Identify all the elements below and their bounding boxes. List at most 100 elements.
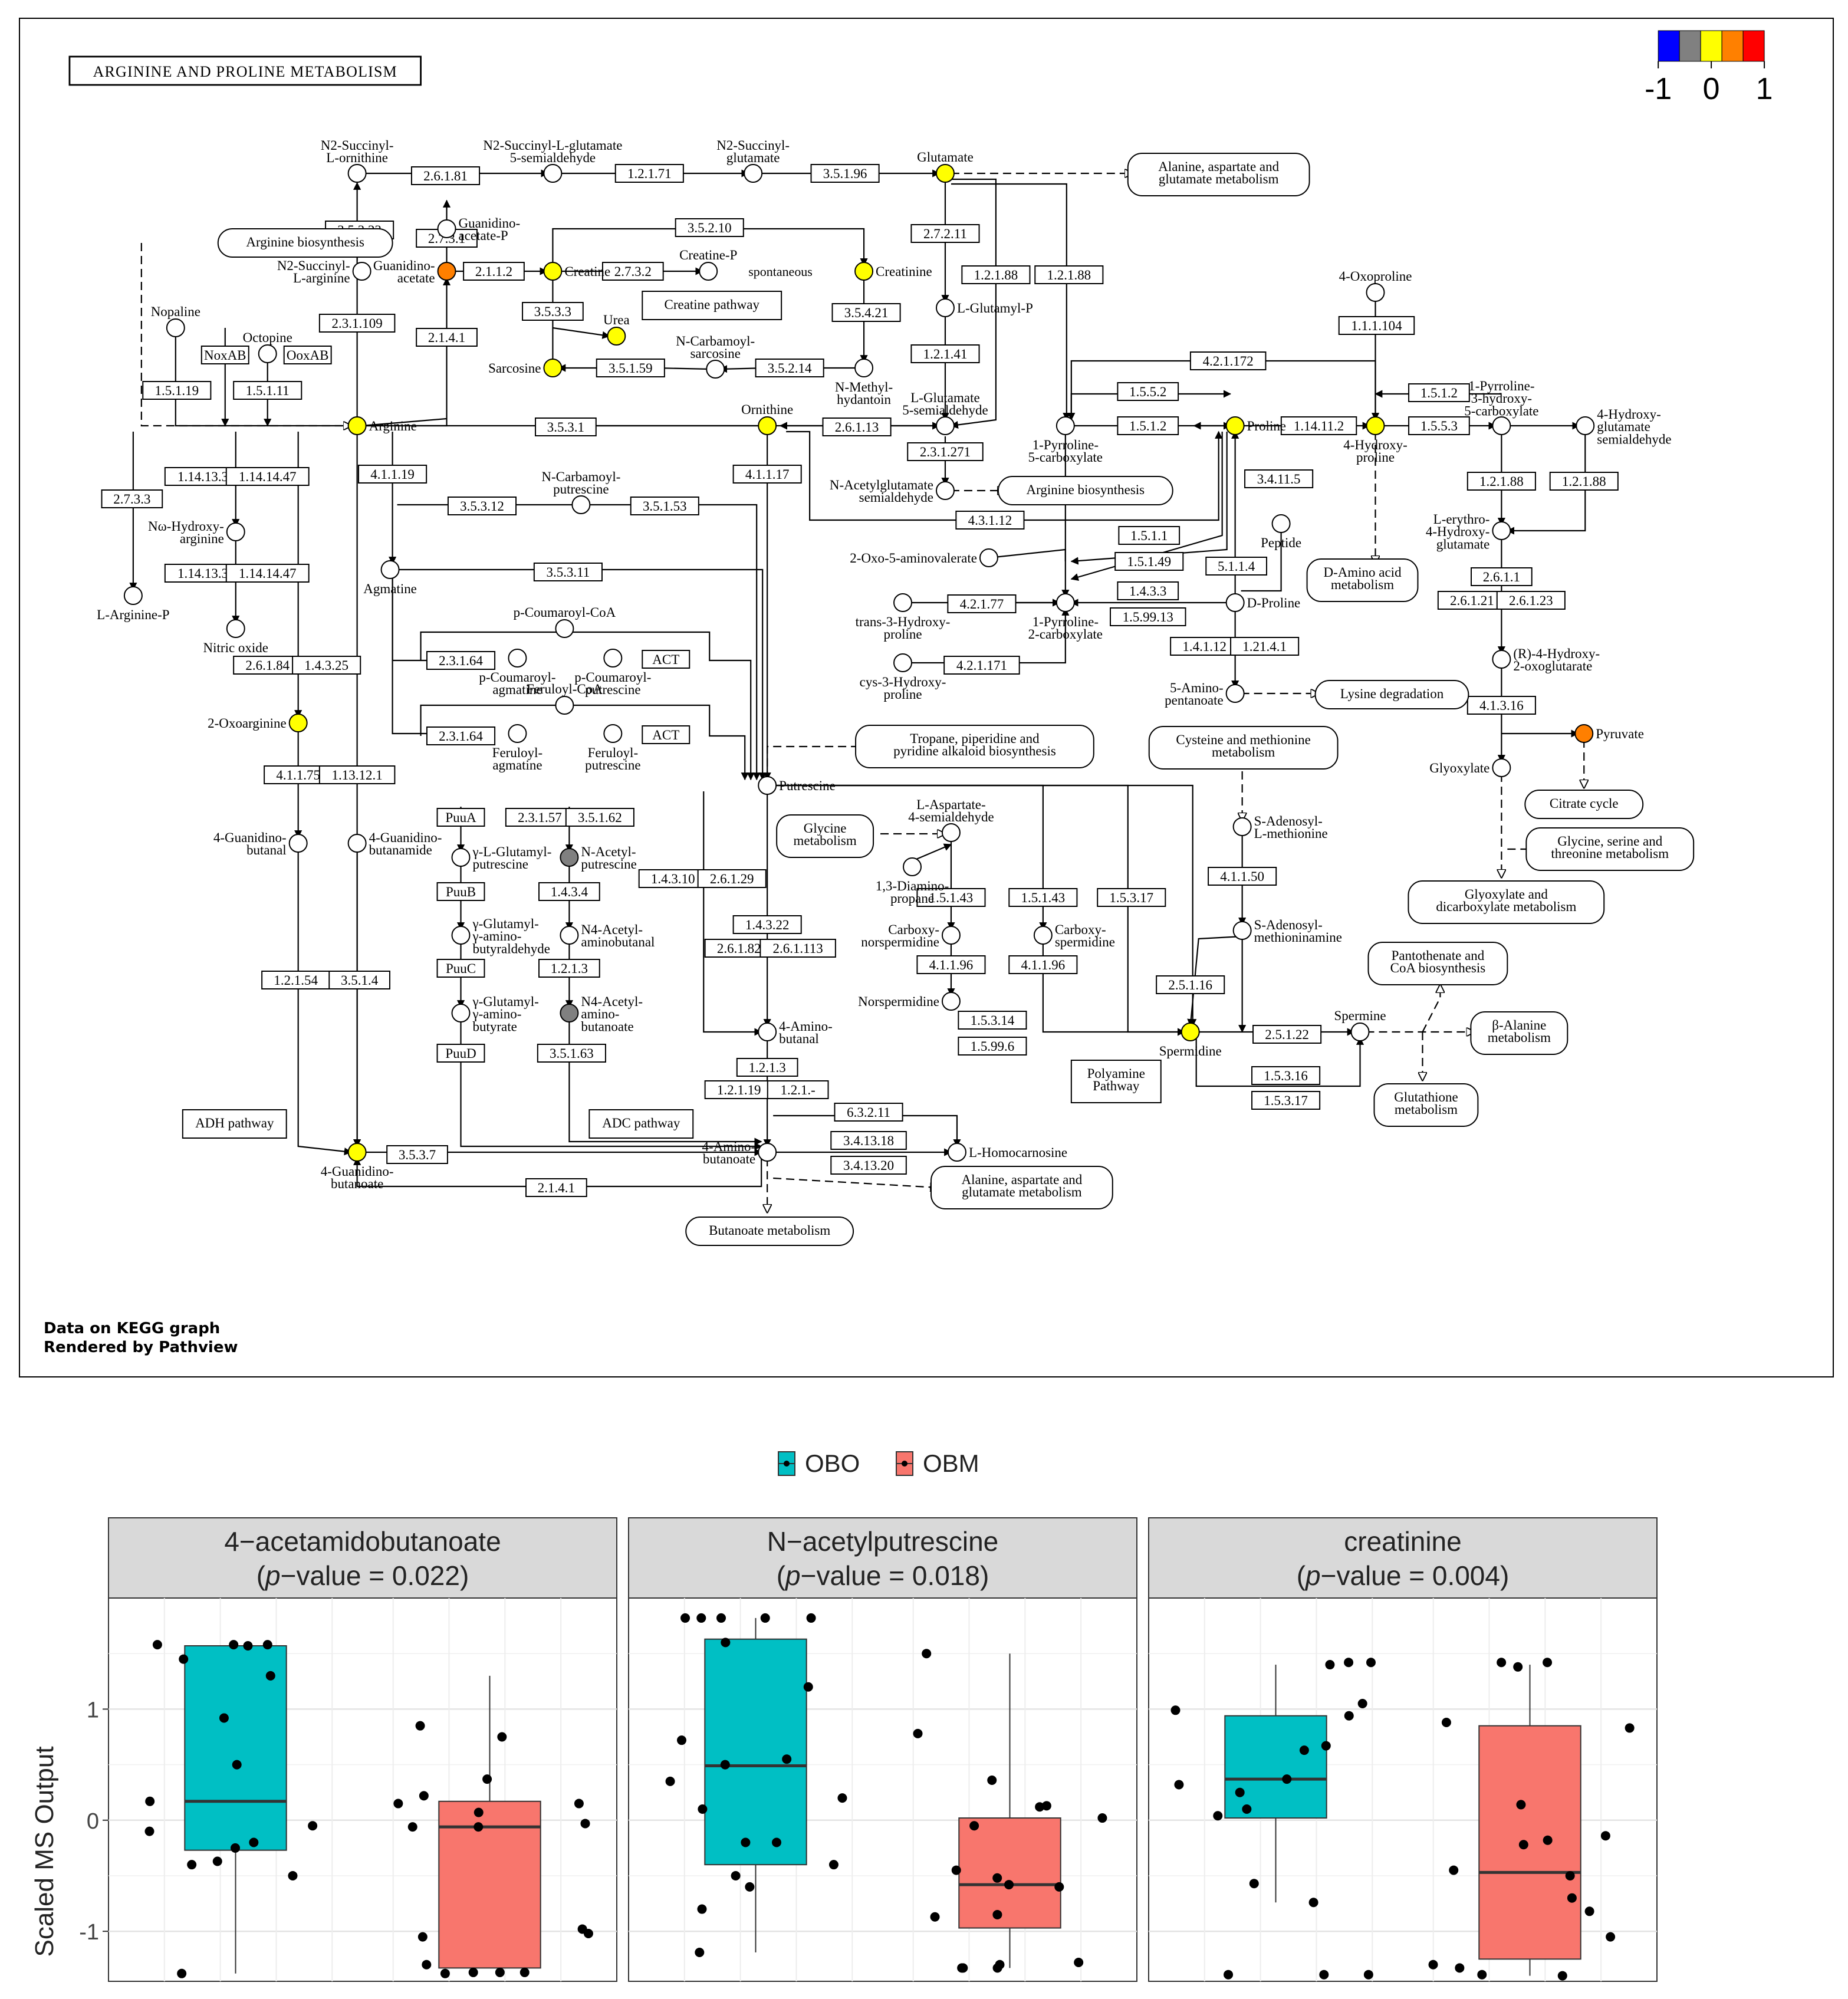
compound-node[interactable]: N2-Succinyl-L-arginine (277, 258, 371, 285)
pathway-map-link[interactable]: Citrate cycle (1524, 790, 1644, 819)
enzyme-box[interactable]: 1.5.1.1 (1118, 526, 1181, 545)
enzyme-box[interactable]: ACT (642, 650, 690, 669)
enzyme-box[interactable]: 1.5.3.17 (1251, 1091, 1321, 1110)
compound-node[interactable]: Carboxy-spermidine (1033, 922, 1115, 949)
compound-node[interactable]: L-Arginine-P (97, 586, 170, 622)
compound-node[interactable]: Feruloyl-agmatine (492, 724, 543, 772)
enzyme-box[interactable]: 2.1.1.2 (463, 262, 525, 281)
compound-node[interactable]: Guanidino-acetate-P (437, 216, 521, 243)
compound-node[interactable]: N-Carbamoyl-putrescine (541, 469, 620, 514)
enzyme-box[interactable]: 3.5.3.3 (522, 302, 584, 321)
compound-node[interactable]: 1-Pyrroline-3-hydroxy-5-carboxylate (1464, 379, 1539, 435)
pathway-map-link[interactable]: Arginine biosynthesis (997, 476, 1173, 505)
compound-node[interactable]: γ-L-Glutamyl-putrescine (451, 844, 552, 872)
enzyme-box[interactable]: 1.1.1.104 (1338, 316, 1415, 335)
compound-node[interactable]: p-Coumaroyl-putrescine (574, 649, 651, 697)
enzyme-box[interactable]: PuuC (436, 959, 485, 978)
compound-node[interactable]: Pyruvate (1574, 724, 1644, 743)
enzyme-box[interactable]: 4.1.1.96 (916, 955, 986, 974)
compound-node[interactable]: Glutamate (917, 150, 974, 183)
compound-node[interactable]: N-Carbamoyl-sarcosine (676, 334, 755, 379)
enzyme-box[interactable]: 2.3.1.57 (505, 808, 574, 827)
enzyme-box[interactable]: 1.2.1.19 (704, 1080, 774, 1099)
enzyme-box[interactable]: 1.2.1.3 (736, 1058, 798, 1077)
enzyme-box[interactable]: 3.5.1.62 (565, 808, 634, 827)
compound-node[interactable]: N4-Acetyl-aminobutanal (560, 922, 655, 949)
enzyme-box[interactable]: 1.4.3.3 (1117, 581, 1179, 600)
enzyme-box[interactable]: 1.5.5.2 (1117, 382, 1179, 401)
enzyme-box[interactable]: 2.3.1.64 (426, 651, 496, 670)
enzyme-box[interactable]: 3.4.13.20 (830, 1156, 907, 1175)
compound-node[interactable]: S-Adenosyl-L-methionine (1232, 814, 1328, 841)
compound-node[interactable]: 2-Oxo-5-aminovalerate (850, 548, 998, 567)
compound-node[interactable]: 1,3-Diamino-propane (876, 857, 949, 906)
enzyme-box[interactable]: 1.5.3.16 (1251, 1066, 1321, 1085)
enzyme-box[interactable]: 1.5.1.43 (1008, 888, 1078, 907)
enzyme-box[interactable]: 4.1.1.17 (732, 465, 802, 484)
enzyme-box[interactable]: 2.6.1.21 (1437, 591, 1507, 610)
enzyme-box[interactable]: 4.1.1.19 (358, 465, 428, 484)
enzyme-box[interactable]: 4.1.1.50 (1208, 867, 1277, 886)
compound-node[interactable]: N-Methyl-hydantoin (835, 359, 893, 407)
enzyme-box[interactable]: 1.2.1.88 (961, 265, 1031, 284)
compound-node[interactable]: Nopaline (151, 304, 200, 337)
enzyme-box[interactable]: 1.5.99.13 (1109, 607, 1186, 626)
enzyme-box[interactable]: 1.5.1.49 (1114, 552, 1184, 571)
enzyme-box[interactable]: 3.5.1.96 (810, 164, 880, 183)
compound-node[interactable]: Putrescine (758, 776, 836, 795)
enzyme-box[interactable]: 3.5.2.10 (675, 218, 744, 237)
compound-node[interactable]: Spermidine (1159, 1022, 1222, 1058)
compound-node[interactable]: L-Aspartate-4-semialdehyde (908, 797, 994, 842)
compound-node[interactable]: γ-Glutamyl-γ-amino-butyrate (451, 994, 539, 1034)
enzyme-box[interactable]: PuuB (436, 882, 485, 901)
compound-node[interactable]: L-Glutamyl-P (935, 298, 1033, 317)
enzyme-box[interactable]: PuuD (436, 1044, 485, 1063)
compound-node[interactable]: 4-Amino-butanoate (702, 1139, 777, 1166)
enzyme-box[interactable]: PuuA (436, 808, 485, 827)
pathway-map-link[interactable]: Arginine biosynthesis (217, 228, 393, 258)
enzyme-box[interactable]: 1.2.1.88 (1549, 472, 1619, 491)
compound-node[interactable]: 4-Guanidino-butanal (213, 830, 308, 857)
compound-node[interactable]: Carboxy-norspermidine (861, 922, 961, 949)
compound-node[interactable]: Peptide (1261, 514, 1301, 550)
enzyme-box[interactable]: 1.2.1.- (767, 1080, 829, 1099)
enzyme-box[interactable]: 2.6.1.82 (704, 939, 774, 958)
compound-node[interactable]: Creatinine (854, 262, 932, 281)
enzyme-box[interactable]: 1.2.1.41 (910, 344, 980, 363)
compound-node[interactable]: Agmatine (363, 560, 417, 596)
enzyme-box[interactable]: 1.13.12.1 (318, 765, 396, 784)
compound-node[interactable]: N4-Acetyl-amino-butanoate (560, 994, 643, 1034)
enzyme-box[interactable]: 4.2.1.172 (1189, 351, 1267, 370)
compound-node[interactable]: Feruloyl-putrescine (585, 724, 641, 772)
enzyme-box[interactable]: 2.7.3.3 (101, 489, 163, 508)
enzyme-box[interactable]: 2.5.1.16 (1156, 975, 1225, 994)
enzyme-box[interactable]: 1.5.1.43 (916, 888, 986, 907)
enzyme-box[interactable]: 2.6.1.113 (759, 939, 836, 958)
compound-node[interactable]: Nω-Hydroxy-arginine (148, 519, 245, 546)
enzyme-box[interactable]: 2.1.4.1 (416, 328, 478, 347)
enzyme-box[interactable]: 3.5.1.59 (596, 359, 665, 377)
enzyme-box[interactable]: 1.5.1.19 (142, 381, 212, 400)
compound-node[interactable]: D-Proline (1225, 593, 1301, 612)
compound-node[interactable]: Ornithine (741, 402, 793, 435)
enzyme-box[interactable]: 2.7.2.11 (910, 224, 980, 243)
enzyme-box[interactable]: 3.5.3.12 (447, 497, 517, 515)
enzyme-box[interactable]: 1.2.1.3 (538, 959, 600, 978)
enzyme-box[interactable]: 2.6.1.29 (697, 869, 767, 888)
compound-node[interactable]: Creatine-P (679, 248, 737, 281)
compound-node[interactable]: (R)-4-Hydroxy-2-oxoglutarate (1492, 646, 1600, 673)
enzyme-box[interactable]: 1.5.1.2 (1408, 383, 1470, 402)
enzyme-box[interactable]: 3.5.1.53 (630, 497, 699, 515)
compound-node[interactable]: 5-Amino-pentanoate (1165, 680, 1245, 708)
compound-node[interactable]: Proline (1225, 416, 1286, 435)
compound-node[interactable]: Arginine (347, 416, 417, 435)
compound-node[interactable]: L-Homocarnosine (947, 1143, 1067, 1162)
enzyme-box[interactable]: 1.5.1.11 (233, 381, 302, 400)
